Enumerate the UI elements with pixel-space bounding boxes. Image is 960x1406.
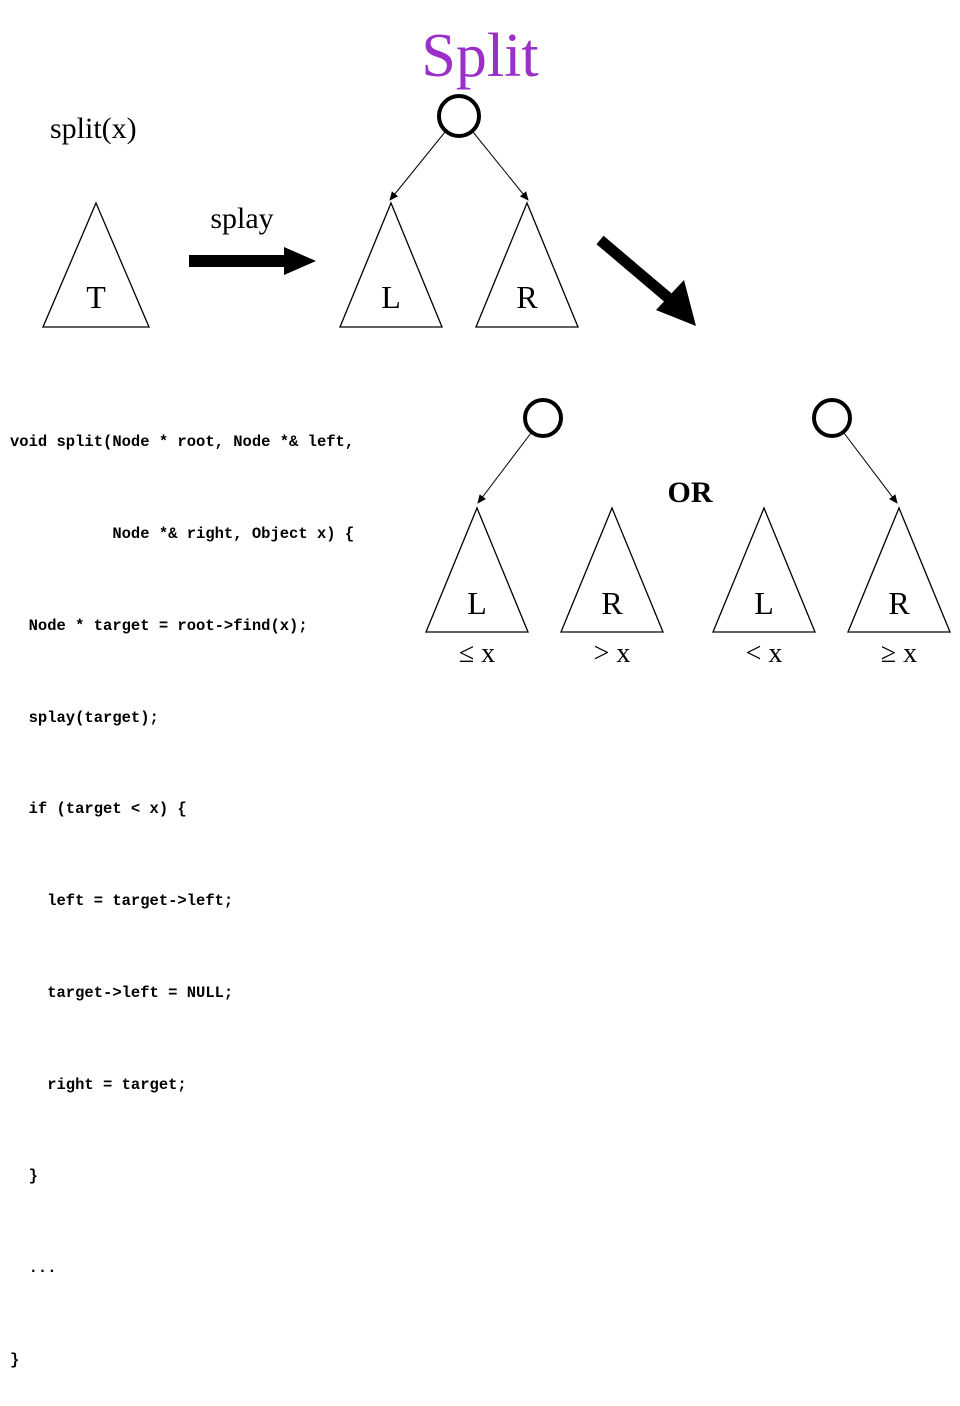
splay-arrow — [189, 247, 316, 275]
option-a-left-triangle — [425, 506, 529, 633]
code-line: ... — [10, 1259, 57, 1278]
call-label: split(x) — [50, 112, 137, 145]
code-line: Node *& right, Object x) { — [10, 524, 355, 543]
code-line: void split(Node * root, Node *& left, — [10, 433, 355, 452]
tree-t-triangle — [42, 201, 150, 328]
option-b-edge — [843, 432, 898, 504]
option-a-left-label: L — [467, 585, 487, 621]
option-a-right-triangle — [560, 506, 664, 633]
option-b-right-triangle — [847, 506, 951, 633]
code-line: } — [10, 1351, 20, 1369]
code-line: splay(target); — [10, 708, 159, 727]
code-line: right = target; — [10, 1075, 187, 1094]
splayed-left-triangle — [339, 201, 443, 328]
page-title: Split — [421, 22, 538, 90]
code-line: if (target < x) { — [10, 800, 187, 819]
operation-label: splay — [210, 202, 273, 235]
option-b-right-condition: ≥ x — [881, 638, 917, 669]
splayed-root-node — [437, 94, 481, 138]
or-label: OR — [668, 476, 713, 509]
splayed-left-label: L — [381, 279, 401, 315]
split-diagram: Split split(x) T splay L R L R ≤ x > x O… — [42, 22, 951, 669]
code-line: Node * target = root->find(x); — [10, 616, 308, 635]
code-line: target->left = NULL; — [10, 983, 234, 1002]
splayed-right-label: R — [516, 279, 538, 315]
option-b-left-label: L — [754, 585, 774, 621]
option-a-root-node — [523, 398, 563, 438]
option-b-root-node — [812, 398, 852, 438]
code-line: } — [10, 1167, 38, 1186]
option-a-right-condition: > x — [594, 638, 631, 669]
option-a-edge — [477, 432, 532, 504]
code-line: left = target->left; — [10, 892, 234, 911]
option-b-left-condition: < x — [746, 638, 783, 669]
option-b-right-label: R — [888, 585, 910, 621]
option-b-left-triangle — [712, 506, 816, 633]
option-a-left-condition: ≤ x — [459, 638, 495, 669]
edge-to-left — [389, 131, 446, 201]
option-a-right-label: R — [601, 585, 623, 621]
edge-to-right — [472, 131, 529, 201]
result-arrow — [596, 235, 696, 326]
code-listing: void split(Node * root, Node *& left, No… — [10, 366, 354, 1406]
tree-t-label: T — [86, 279, 106, 315]
splayed-right-triangle — [475, 201, 579, 328]
